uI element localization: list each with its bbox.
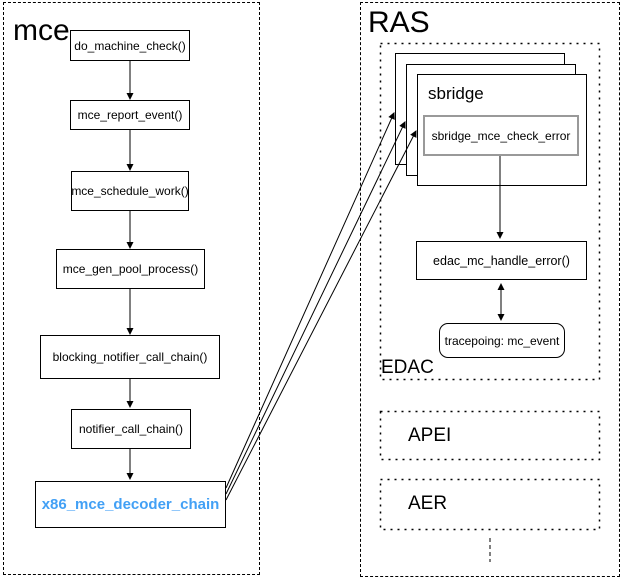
sbridge-title: sbridge bbox=[428, 84, 484, 103]
node-notifier-call-chain: notifier_call_chain() bbox=[71, 409, 191, 449]
aer-group-label: AER bbox=[408, 493, 448, 514]
node-blocking-notifier-call-chain: blocking_notifier_call_chain() bbox=[40, 335, 220, 379]
node-edac-mc-handle-error: edac_mc_handle_error() bbox=[416, 241, 587, 280]
mce-container-title: mce bbox=[13, 14, 70, 47]
node-tracepoint-mc-event: tracepoing: mc_event bbox=[439, 323, 565, 358]
node-mce-gen-pool-process: mce_gen_pool_process() bbox=[56, 249, 205, 289]
apei-group-label: APEI bbox=[408, 425, 452, 446]
node-x86-mce-decoder-chain: x86_mce_decoder_chain bbox=[35, 481, 226, 528]
ras-container-title: RAS bbox=[368, 6, 430, 39]
node-do-machine-check: do_machine_check() bbox=[70, 30, 190, 61]
node-sbridge-mce-check-error: sbridge_mce_check_error bbox=[423, 115, 579, 156]
edac-group-label: EDAC bbox=[381, 357, 434, 378]
node-mce-report-event: mce_report_event() bbox=[70, 100, 190, 130]
node-mce-schedule-work: mce_schedule_work() bbox=[71, 171, 189, 211]
